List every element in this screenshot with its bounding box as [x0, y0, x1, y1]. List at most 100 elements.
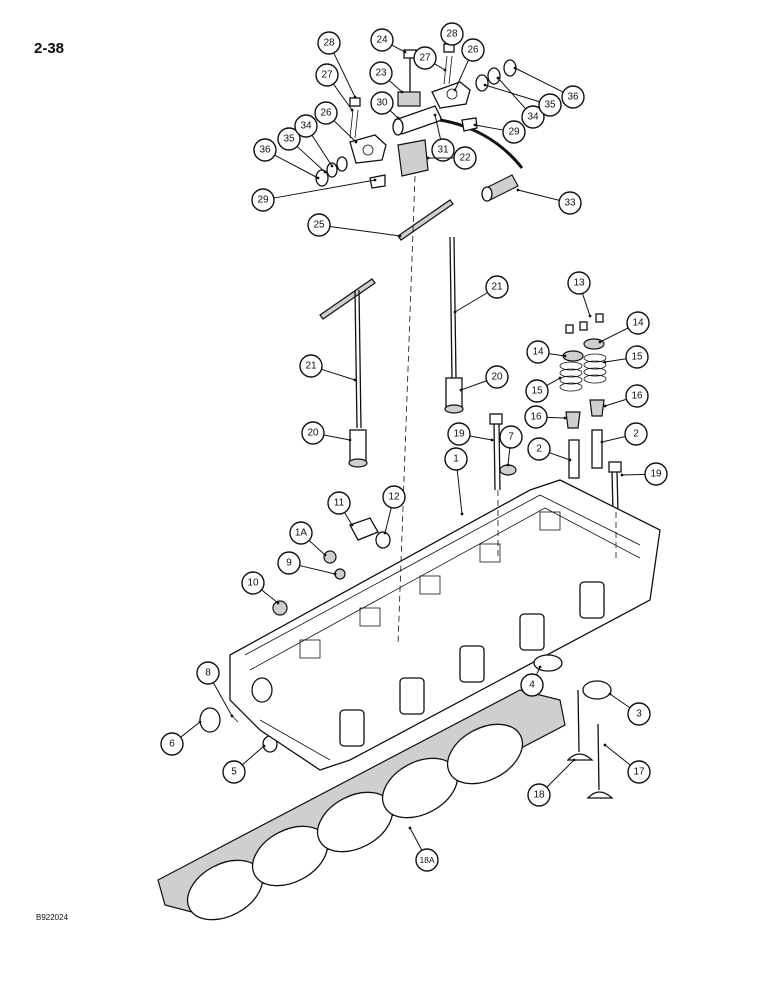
valve-stem-seal-right — [589, 399, 605, 417]
callout-number: 26 — [320, 108, 332, 119]
leader-line — [321, 368, 356, 381]
leader-tip — [598, 340, 602, 344]
callout-14: 14 — [526, 340, 567, 364]
rocker-arm-right — [431, 81, 471, 109]
callout-number: 17 — [633, 767, 645, 778]
callout-2: 2 — [527, 437, 572, 462]
callout-number: 35 — [283, 134, 295, 145]
leader-line — [599, 327, 629, 343]
leader-tip — [443, 68, 447, 72]
callout-circle — [370, 91, 394, 115]
callout-number: 15 — [631, 352, 643, 363]
callout-circle — [502, 120, 526, 144]
callout-circle — [241, 571, 265, 595]
callout-circle — [440, 22, 464, 46]
leader-line — [332, 83, 353, 111]
callout-circle — [567, 271, 591, 295]
leader-line — [548, 353, 566, 357]
callout-number: 21 — [491, 282, 503, 293]
callout-13: 13 — [567, 271, 592, 318]
leader-tip — [383, 531, 387, 535]
callout-number: 29 — [508, 127, 520, 138]
callout-number: 20 — [307, 428, 319, 439]
callout-22: 22 — [426, 146, 477, 170]
leader-line — [469, 435, 493, 441]
callout-circle — [289, 521, 313, 545]
leader-tip — [563, 354, 567, 358]
callout-1a: 1A — [289, 521, 327, 557]
callout-circle — [558, 191, 582, 215]
callout-number: 1A — [295, 528, 308, 539]
leader-tip — [353, 95, 357, 99]
callout-circle — [447, 422, 471, 446]
valve-keepers — [565, 313, 604, 334]
head-bolt-left — [489, 413, 503, 491]
leader-line — [389, 110, 399, 119]
callout-number: 14 — [532, 347, 544, 358]
callout-circle — [251, 188, 275, 212]
callout-35: 35 — [483, 83, 562, 117]
leader-tip — [588, 314, 592, 318]
leader-line — [273, 179, 376, 199]
assembly-centerline — [397, 175, 416, 646]
leader-line — [621, 473, 646, 476]
callout-circle — [485, 275, 509, 299]
leader-tip — [426, 156, 430, 160]
tappet-right — [444, 377, 464, 414]
callout-number: 10 — [247, 578, 259, 589]
callout-8: 8 — [196, 661, 234, 718]
callout-1: 1 — [444, 447, 468, 516]
leader-tip — [354, 140, 358, 144]
plug-7 — [499, 464, 517, 476]
leader-tip — [453, 310, 457, 314]
callout-number: 1 — [453, 454, 459, 465]
leader-line — [391, 44, 406, 53]
callout-21: 21 — [299, 354, 357, 382]
plug-9 — [334, 568, 346, 580]
pushrod-guide-upper — [397, 199, 454, 241]
leader-line — [241, 745, 265, 766]
leader-tip — [563, 416, 567, 420]
leader-tip — [353, 378, 357, 382]
leader-tip — [603, 743, 607, 747]
callout-circle — [627, 760, 651, 784]
leader-tip — [603, 404, 607, 408]
callout-29: 29 — [473, 120, 526, 144]
leader-line — [604, 398, 627, 407]
valve-seat-insert-3 — [582, 680, 612, 700]
leader-tip — [323, 553, 327, 557]
callout-number: 16 — [530, 412, 542, 423]
page-number: 2-38 — [34, 40, 65, 57]
leader-line — [261, 589, 279, 604]
callout-number: 28 — [323, 38, 335, 49]
washers-left — [315, 156, 348, 187]
callout-number: 4 — [529, 680, 535, 691]
callout-circle — [382, 485, 406, 509]
callout-9: 9 — [277, 551, 337, 576]
leader-line — [434, 114, 442, 140]
leader-tip — [603, 360, 607, 364]
valve-18 — [566, 689, 594, 761]
leader-line — [274, 154, 319, 179]
leader-line — [536, 666, 541, 676]
callout-number: 16 — [631, 391, 643, 402]
leader-line — [604, 358, 627, 363]
callout-number: 27 — [321, 70, 333, 81]
rocker-shaft-rear — [481, 174, 519, 202]
callout-circle — [299, 354, 323, 378]
leader-tip — [230, 714, 234, 718]
callout-26: 26 — [453, 38, 485, 92]
callout-36: 36 — [513, 66, 585, 109]
callout-circle — [277, 127, 301, 151]
leader-tip — [496, 76, 500, 80]
callout-circle — [625, 384, 649, 408]
fitting-11 — [349, 517, 379, 541]
leader-tip — [473, 123, 477, 127]
leader-tip — [538, 665, 542, 669]
callout-circle — [521, 105, 545, 129]
callout-33: 33 — [516, 188, 582, 215]
callout-number: 18A — [419, 855, 434, 865]
spacer-block — [397, 91, 421, 107]
callout-circle — [644, 462, 668, 486]
